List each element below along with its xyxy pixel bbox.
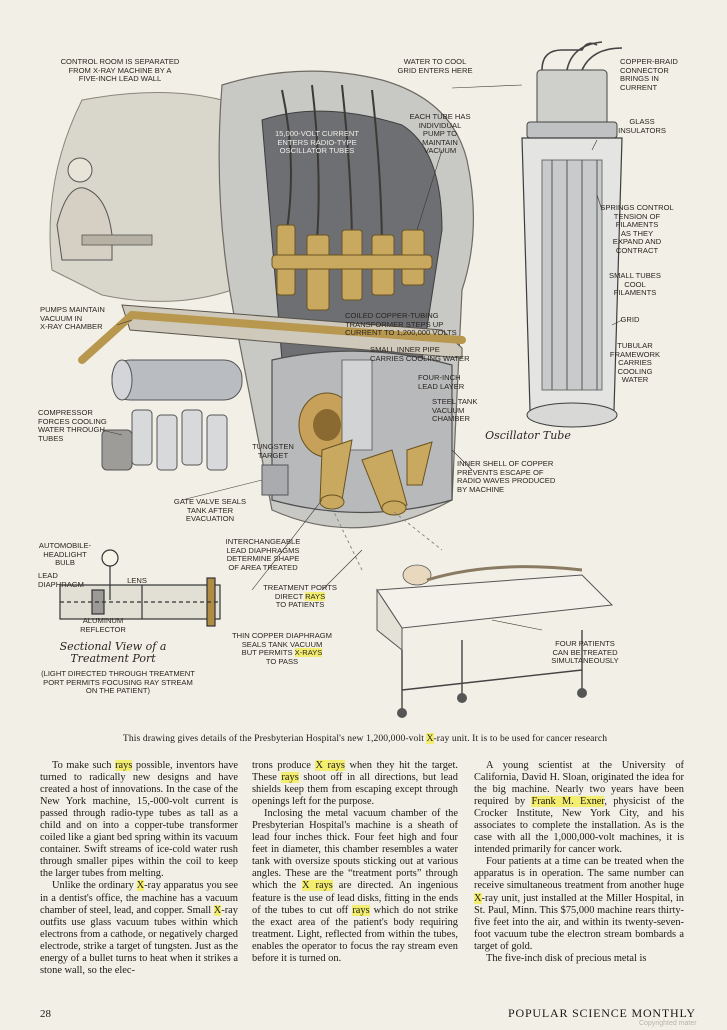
label-glass-insulators: GLASS INSULATORS [618, 117, 666, 135]
article-paragraph: To make such rays possible, inventors ha… [40, 760, 238, 880]
article-column-1: To make such rays possible, inventors ha… [40, 760, 238, 977]
page-number: 28 [40, 1008, 51, 1020]
label-pumps-maintain: PUMPS MAINTAIN VACUUM IN X-RAY CHAMBER [40, 305, 105, 332]
article-paragraph: Four patients at a time can be treated w… [474, 856, 684, 952]
compressor-pumps [101, 409, 228, 471]
pump-cylinder [111, 359, 243, 401]
label-thin-copper: THIN COPPER DIAPHRAGM SEALS TANK VACUUM … [232, 631, 332, 666]
highlighted-term: X [474, 892, 482, 904]
highlighted-term: rays [352, 904, 370, 916]
oscillator-tube-detail [521, 41, 623, 428]
label-sectional-view: Sectional View of a Treatment Port [59, 640, 167, 665]
article-paragraph: A young scientist at the University of C… [474, 760, 685, 856]
highlighted-term: X [213, 904, 222, 916]
label-gate-valve: GATE VALVE SEALS TANK AFTER EVACUATION [173, 497, 247, 524]
label-lens: LENS [127, 576, 147, 585]
ray-streams [331, 507, 443, 571]
label-tubular-framework: TUBULAR FRAMEWORK CARRIES COOLING WATER [609, 341, 661, 385]
label-water-to-cool: WATER TO COOL GRID ENTERS HERE [397, 57, 473, 75]
xray-machine-illustration [22, 30, 712, 720]
highlighted-term: Frank M. Exner [531, 796, 605, 808]
article-paragraph: Inclosing the metal vacuum chamber of th… [252, 808, 458, 964]
label-springs-control: SPRINGS CONTROL TENSION OF FILAMENTS AS … [600, 203, 674, 255]
label-light-directed: (LIGHT DIRECTED THROUGH TREATMENT PORT P… [41, 669, 195, 696]
label-four-patients: FOUR PATIENTS CAN BE TREATED SIMULTANEOU… [551, 639, 619, 666]
highlighted-term: X rays [302, 880, 333, 892]
brass-oscillator-tubes [271, 224, 433, 311]
figure-caption: This drawing gives details of the Presby… [122, 733, 608, 744]
label-treatment-ports: TREATMENT PORTS DIRECT RAYS TO PATIENTS [263, 583, 337, 610]
label-coiled-copper: COILED COPPER-TUBING TRANSFORMER STEPS U… [345, 311, 457, 338]
label-control-room: CONTROL ROOM IS SEPARATED FROM X-RAY MAC… [60, 57, 180, 84]
gate-valve [261, 464, 289, 496]
label-aluminum-reflector: ALUMINUM REFLECTOR [80, 616, 126, 634]
highlighted-term: rays [281, 772, 299, 784]
watermark: Copyrighted mater [639, 1020, 697, 1027]
label-compressor: COMPRESSOR FORCES COOLING WATER THROUGH … [38, 408, 107, 443]
highlighted-term: X rays [315, 760, 345, 771]
highlighted-term: rays [115, 760, 133, 771]
treatment-ports [319, 439, 433, 516]
article-paragraph: The five-inch disk of precious metal is [486, 952, 647, 964]
label-steel-tank: STEEL TANK VACUUM CHAMBER [432, 397, 478, 424]
label-lead-diaphragm: LEAD DIAPHRAGM [38, 571, 84, 589]
label-automobile-headlight: AUTOMOBILE- HEADLIGHT BULB [38, 541, 92, 568]
label-volt-current: 15,000-VOLT CURRENT ENTERS RADIO-TYPE OS… [274, 129, 360, 156]
article-column-3: A young scientist at the University of C… [474, 760, 684, 965]
label-tungsten-target: TUNGSTEN TARGET [252, 442, 294, 460]
label-grid: GRID [620, 315, 640, 324]
article-paragraph: trons produce X rays when they hit the t… [252, 760, 458, 808]
brass-pipe [78, 310, 466, 364]
highlighted-term: X [136, 880, 145, 892]
label-each-tube: EACH TUBE HAS INDIVIDUAL PUMP TO MAINTAI… [409, 112, 471, 156]
label-inner-shell: INNER SHELL OF COPPER PREVENTS ESCAPE OF… [457, 459, 556, 494]
article-paragraph: Unlike the ordinary X-ray apparatus you … [40, 880, 239, 976]
magazine-title: POPULAR SCIENCE MONTHLY [508, 1006, 696, 1020]
patient-stretcher [376, 564, 614, 718]
label-four-inch-lead: FOUR-INCH LEAD LAYER [418, 373, 465, 391]
label-small-inner-pipe: SMALL INNER PIPE CARRIES COOLING WATER [370, 345, 470, 363]
sectional-view-diagram [59, 549, 221, 627]
label-copper-braid: COPPER-BRAID CONNECTOR BRINGS IN CURRENT [620, 57, 678, 92]
leader-lines [101, 84, 623, 631]
operator-figure [56, 157, 153, 261]
label-small-tubes: SMALL TUBES COOL FILAMENTS [609, 271, 661, 298]
label-interchangeable: INTERCHANGEABLE LEAD DIAPHRAGMS DETERMIN… [225, 537, 301, 572]
label-oscillator-tube: Oscillator Tube [485, 429, 571, 442]
article-column-2: trons produce X rays when they hit the t… [252, 760, 458, 965]
